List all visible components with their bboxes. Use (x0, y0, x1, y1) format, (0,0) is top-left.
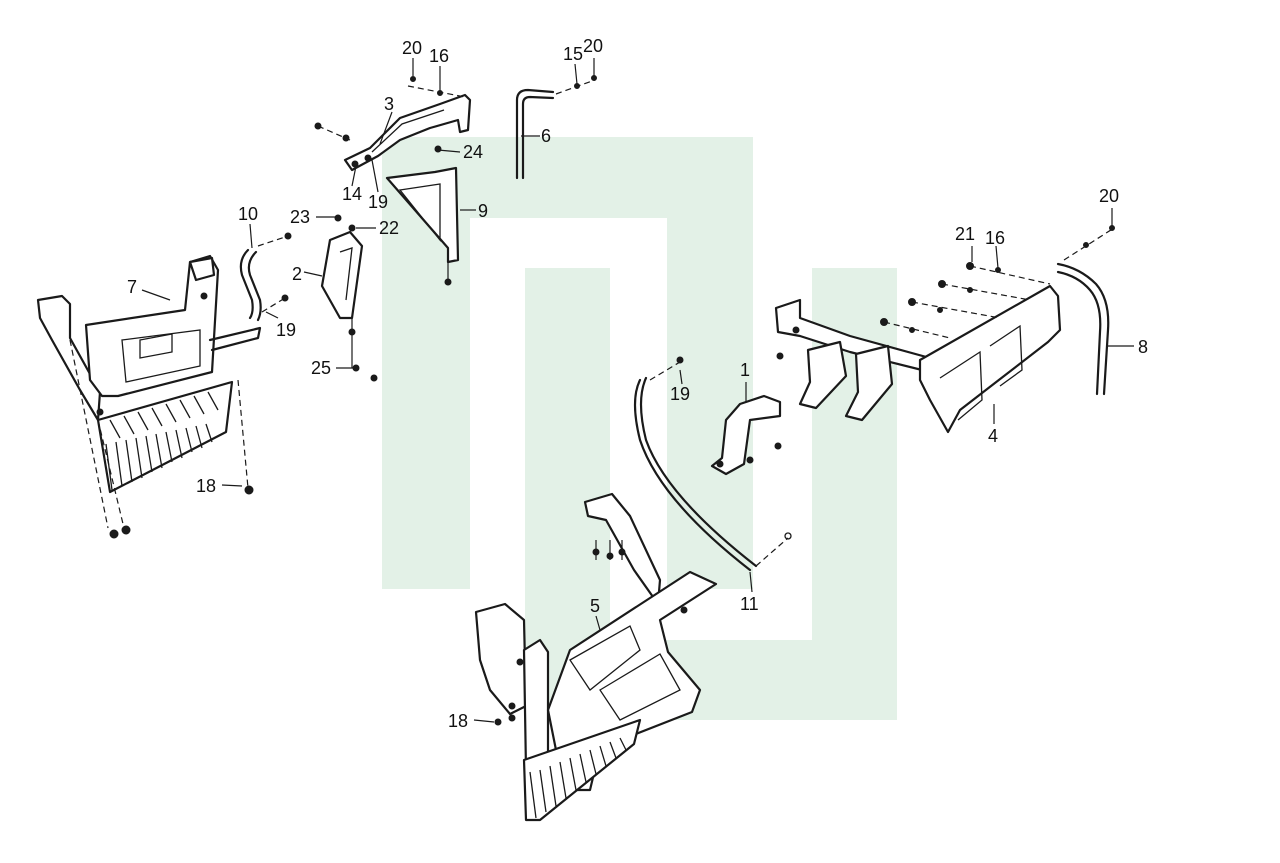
label-3: 3 (384, 94, 394, 114)
label-15: 15 (563, 44, 583, 64)
radiator-hatching (105, 391, 219, 491)
label-8: 8 (1138, 337, 1148, 357)
label-23: 23 (290, 207, 310, 227)
label-9: 9 (478, 201, 488, 221)
label-11: 11 (740, 594, 759, 614)
part-7-left-radiator-assembly (36, 254, 262, 539)
label-19-left: 19 (276, 320, 296, 340)
label-18-left: 18 (196, 476, 216, 496)
label-5: 5 (590, 596, 600, 616)
label-14: 14 (342, 184, 362, 204)
label-22: 22 (379, 218, 399, 238)
lower-radiator-hatching (529, 737, 627, 819)
label-6: 6 (541, 126, 551, 146)
label-25: 25 (311, 358, 331, 378)
part-9-gusset (385, 145, 460, 286)
leader-lines (141, 58, 1134, 723)
label-24: 24 (463, 142, 483, 162)
part-2-plate (320, 214, 378, 382)
part-6-upper-pipe (515, 75, 597, 180)
label-20-top-pipe: 20 (583, 36, 603, 56)
label-4: 4 (988, 426, 998, 446)
label-18-bottom: 18 (448, 711, 468, 731)
label-16-right: 16 (985, 228, 1005, 248)
label-10: 10 (238, 204, 258, 224)
label-20-top-left: 20 (402, 38, 422, 58)
label-2: 2 (292, 264, 302, 284)
part-4-bolts (776, 262, 1051, 360)
label-21: 21 (955, 224, 975, 244)
label-1: 1 (740, 360, 750, 380)
part-4-cross-member (774, 262, 1062, 434)
part-5-lower-frame-assembly (474, 492, 718, 822)
part-1-small-bracket (710, 394, 782, 476)
label-16-top-left: 16 (429, 46, 449, 66)
label-20-right: 20 (1099, 186, 1119, 206)
label-7: 7 (127, 277, 137, 297)
part-3-upper-bracket (314, 76, 472, 172)
part-10-curved-pipe (239, 232, 292, 322)
part-number-labels: 20 16 15 20 3 6 24 14 19 9 10 23 22 2 7 … (127, 36, 1148, 731)
part-11-long-rod (633, 356, 792, 572)
label-19-upper: 19 (368, 192, 388, 212)
label-19-center: 19 (670, 384, 690, 404)
part-8-right-pipe (1056, 225, 1115, 396)
